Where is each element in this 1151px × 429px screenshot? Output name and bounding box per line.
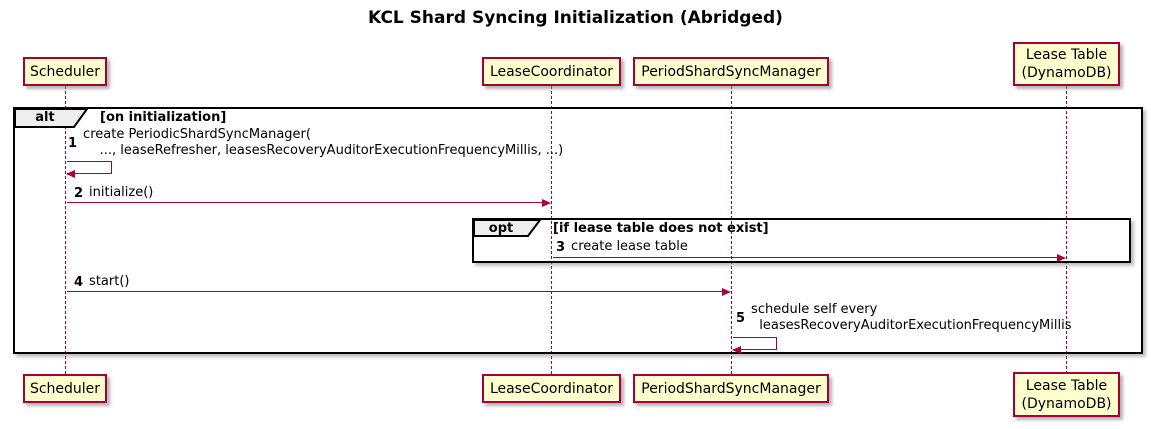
message-1-number: 1: [68, 135, 78, 151]
alt-tab-shape: [15, 109, 89, 128]
message-3-number: 3: [556, 239, 566, 255]
message-4-label: 4 start(): [74, 274, 129, 290]
message-1-text: create PeriodicShardSyncManager( ..., le…: [83, 127, 564, 158]
lifeline-lease-coordinator: [551, 86, 552, 374]
participant-lease-coordinator-top: LeaseCoordinator: [482, 57, 621, 86]
message-1-self-arrow-top: [67, 161, 112, 162]
message-5-text: schedule self every leasesRecoveryAudito…: [751, 302, 1072, 333]
message-3-label: 3 create lease table: [556, 239, 688, 255]
alt-keyword: alt: [35, 110, 55, 125]
alt-frame-tab: alt: [15, 109, 89, 129]
participant-lease-table-top: Lease Table (DynamoDB): [1013, 42, 1120, 86]
message-2-arrowhead-icon: [542, 199, 551, 207]
opt-condition: [if lease table does not exist]: [553, 221, 769, 236]
message-4-number: 4: [74, 274, 84, 290]
alt-frame: [13, 107, 1143, 354]
message-4-text: start(): [89, 274, 130, 289]
message-3-arrow-line: [553, 257, 1057, 258]
message-2-arrow-line: [67, 202, 542, 203]
opt-tab-shape: [474, 220, 542, 237]
lifeline-period-shard-sync-manager: [731, 86, 732, 374]
message-4-arrow-line: [67, 291, 722, 292]
diagram-title: KCL Shard Syncing Initialization (Abridg…: [368, 8, 783, 28]
lifeline-lease-table: [1066, 86, 1067, 374]
message-5-label: 5 schedule self every leasesRecoveryAudi…: [736, 302, 1072, 334]
message-2-number: 2: [74, 185, 84, 201]
message-1-label: 1 create PeriodicShardSyncManager( ..., …: [68, 127, 563, 159]
message-5-arrowhead-icon: [732, 346, 741, 354]
message-1-self-arrow-bottom: [67, 173, 112, 174]
opt-frame: [472, 218, 1131, 263]
message-1-self-arrow-side: [111, 161, 112, 173]
participant-lease-coordinator-bottom: LeaseCoordinator: [482, 374, 621, 403]
participant-period-shard-sync-manager-bottom: PeriodShardSyncManager: [633, 374, 829, 403]
participant-scheduler-top: Scheduler: [23, 57, 107, 86]
message-2-text: initialize(): [89, 185, 154, 200]
lifeline-scheduler: [65, 86, 66, 374]
message-3-arrowhead-icon: [1057, 254, 1066, 262]
message-5-self-arrow-bottom: [733, 349, 777, 350]
message-2-label: 2 initialize(): [74, 185, 153, 201]
opt-keyword: opt: [488, 221, 514, 236]
message-5-self-arrow-top: [733, 337, 777, 338]
alt-condition: [on initialization]: [100, 110, 227, 125]
opt-frame-tab: opt: [474, 220, 542, 238]
participant-lease-table-bottom: Lease Table (DynamoDB): [1013, 372, 1120, 417]
message-3-text: create lease table: [571, 239, 688, 254]
message-4-arrowhead-icon: [722, 288, 731, 296]
message-1-arrowhead-icon: [66, 170, 75, 178]
participant-period-shard-sync-manager-top: PeriodShardSyncManager: [633, 57, 829, 86]
participant-scheduler-bottom: Scheduler: [23, 374, 107, 403]
message-5-number: 5: [736, 310, 746, 326]
message-5-self-arrow-side: [776, 337, 777, 349]
